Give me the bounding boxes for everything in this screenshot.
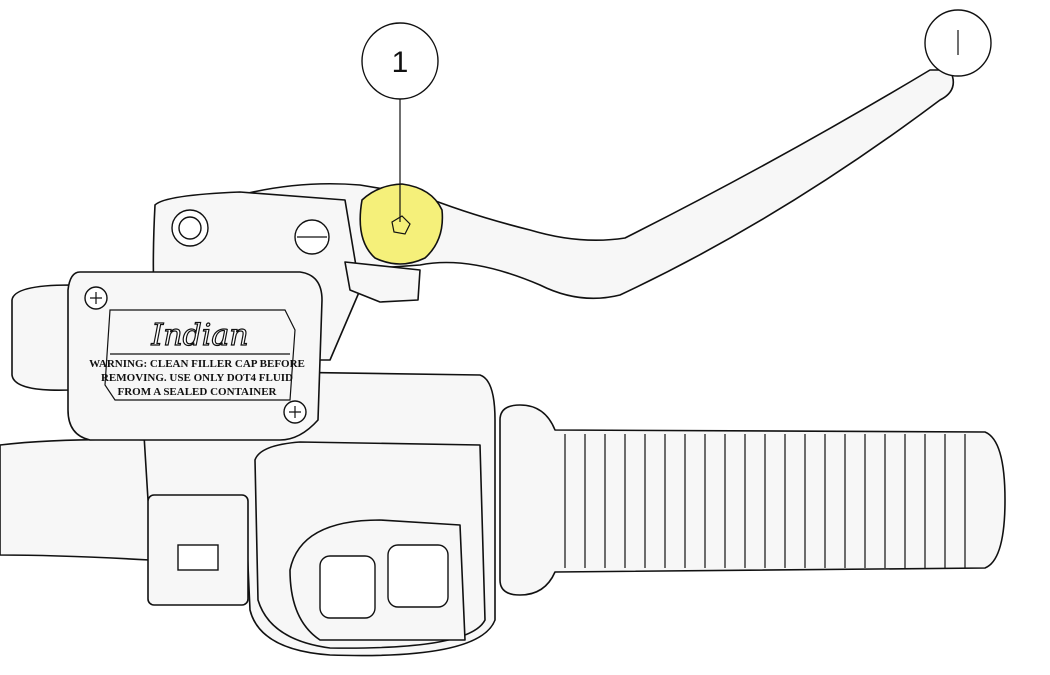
switch-button-left <box>319 555 376 619</box>
cover-label-plate <box>104 309 296 401</box>
master-cylinder-cover <box>67 271 323 441</box>
warning-line-1: WARNING: CLEAN FILLER CAP BEFORE <box>89 358 305 370</box>
indian-logo: Indian <box>150 318 248 353</box>
lever-bracket <box>344 261 421 303</box>
warning-line-3: FROM A SEALED CONTAINER <box>117 386 277 398</box>
screw-cross <box>289 406 301 418</box>
handlebar <box>0 438 151 561</box>
reservoir-vent-cap-highlighted <box>359 183 444 265</box>
grip-ribs <box>564 434 966 568</box>
switch-button-right <box>387 544 449 608</box>
callout-number: 1 <box>392 46 409 79</box>
warning-line-2: REMOVING. USE ONLY DOT4 FLUID <box>101 372 293 384</box>
screw-cross <box>90 292 102 304</box>
handgrip <box>499 404 1006 596</box>
pivot-bolt-head <box>178 216 202 240</box>
housing-tab <box>177 544 219 571</box>
mirror-mount <box>11 284 71 392</box>
